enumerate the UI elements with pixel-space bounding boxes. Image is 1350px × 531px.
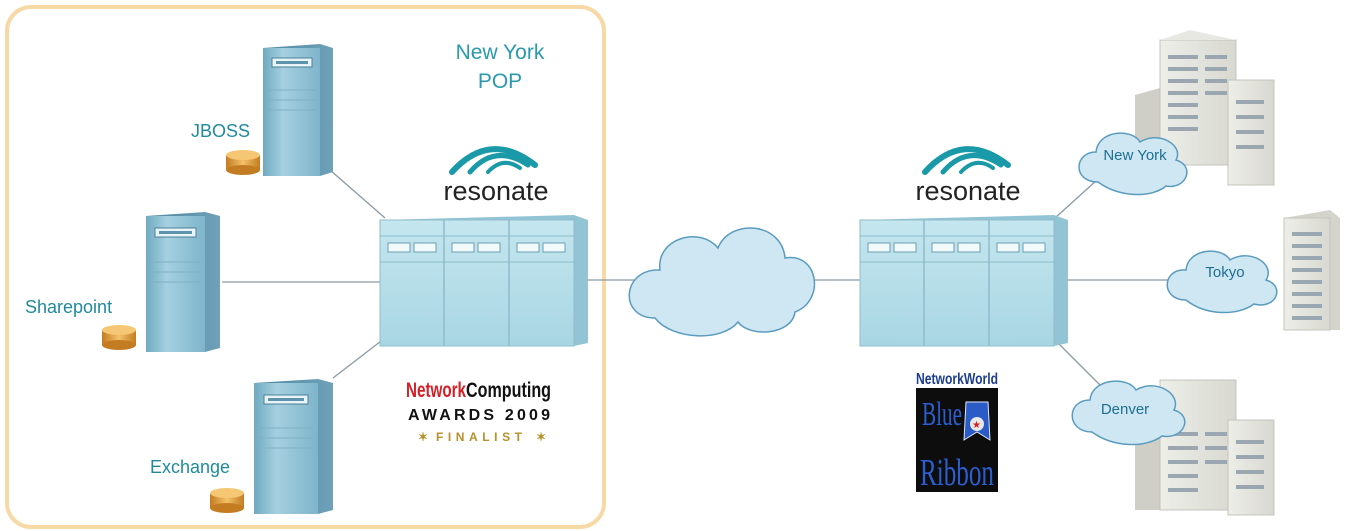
jboss-label: JBOSS [191, 121, 251, 141]
connection-lines [222, 169, 1174, 386]
left-resonate-brand: resonate [443, 176, 548, 206]
right-resonate-appliance-icon [859, 215, 1068, 347]
svg-text:Ribbon: Ribbon [920, 452, 994, 494]
sharepoint-server-icon [146, 212, 220, 352]
pop-title-line1: New York [455, 41, 545, 64]
svg-text:Computing: Computing [466, 379, 551, 402]
jboss-server-icon [263, 44, 333, 176]
svg-text:★: ★ [972, 420, 981, 431]
tokyo-buildings-icon [1283, 210, 1340, 331]
denver-cloud-label: Denver [1100, 401, 1150, 418]
sharepoint-database-icon [102, 325, 136, 350]
pop-title-line2: POP [477, 70, 523, 93]
svg-text:✶: ✶ [536, 430, 546, 444]
right-resonate-brand: resonate [915, 176, 1020, 206]
new-york-cloud-icon [1078, 132, 1188, 196]
pop-title: New York POP [430, 38, 570, 96]
exchange-server-icon [254, 379, 333, 514]
wan-cloud-icon [628, 227, 816, 337]
svg-text:✶: ✶ [418, 430, 428, 444]
exchange-database-icon [210, 488, 244, 513]
left-resonate-logo-icon [449, 146, 538, 175]
left-resonate-appliance-icon [379, 215, 588, 347]
exchange-label: Exchange [150, 457, 231, 477]
svg-text:AWARDS 2009: AWARDS 2009 [408, 407, 550, 424]
tokyo-cloud-label: Tokyo [1205, 264, 1245, 281]
tokyo-cloud-icon [1166, 250, 1278, 314]
networkworld-blue-ribbon-logo: NetworkWorld Blue Ribbon ★ [916, 371, 998, 494]
jboss-database-icon [226, 150, 260, 175]
svg-text:Network: Network [406, 379, 466, 402]
svg-text:NetworkWorld: NetworkWorld [916, 371, 998, 388]
new-york-cloud-label: New York [1103, 147, 1167, 164]
denver-cloud-icon [1071, 380, 1186, 446]
pop-boundary [5, 5, 606, 529]
sharepoint-label: Sharepoint [25, 297, 113, 317]
right-resonate-logo-icon [922, 146, 1011, 175]
svg-text:Blue: Blue [922, 396, 962, 433]
